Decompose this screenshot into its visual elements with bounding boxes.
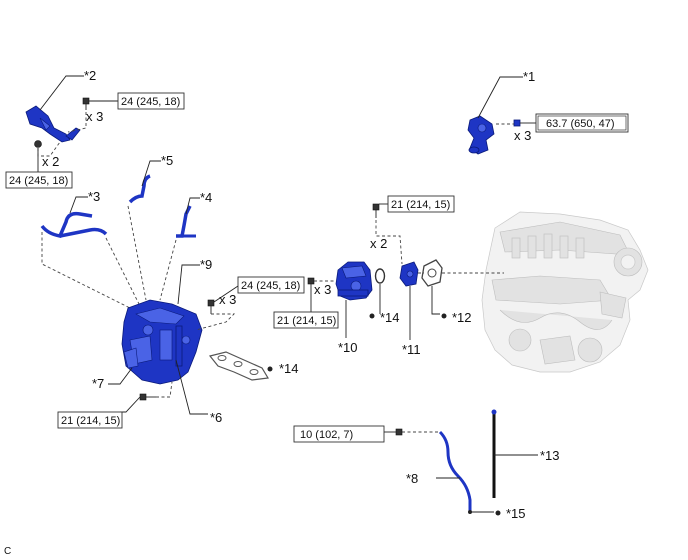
torque-value-9: 24 (245, 18): [241, 280, 300, 292]
part-3-hose: [40, 211, 108, 238]
callout-9: *9: [200, 257, 212, 272]
torque-box-10: 21 (214, 15): [273, 311, 339, 329]
callout-12: *12: [452, 310, 472, 325]
callout-3: *3: [88, 189, 100, 204]
qty-10: x 3: [314, 282, 331, 297]
bolt-2-bottom-icon: [34, 140, 42, 148]
callout-15: *15: [506, 506, 526, 521]
callout-14-center: *14: [380, 310, 400, 325]
part-13-dipstick: [491, 409, 497, 498]
part-2-bracket: [25, 105, 81, 143]
gasket-12: [421, 259, 443, 287]
bullet-12: [441, 313, 447, 319]
bullet-14-center: [369, 313, 375, 319]
torque-value-1: 63.7 (650, 47): [546, 118, 615, 130]
corner-mark: C: [4, 546, 11, 557]
torque-box-1: 63.7 (650, 47): [535, 113, 629, 133]
callout-5: *5: [161, 153, 173, 168]
torque-value-7: 21 (214, 15): [61, 415, 120, 427]
torque-value-8: 10 (102, 7): [300, 429, 353, 441]
bolt-8-icon: [395, 428, 403, 436]
bullet-15: [495, 510, 501, 516]
callout-2: *2: [84, 68, 96, 83]
qty-2-top: x 3: [86, 109, 103, 124]
torque-box-2-top: 24 (245, 18): [117, 92, 185, 110]
bullet-14-left: [267, 366, 273, 372]
torque-box-2-bottom: 24 (245, 18): [5, 171, 73, 189]
torque-box-8: 10 (102, 7): [293, 425, 385, 443]
torque-value-2-top: 24 (245, 18): [121, 96, 180, 108]
part-7-main-assembly: [121, 299, 203, 385]
qty-2-bottom: x 2: [42, 154, 59, 169]
callout-14-left: *14: [279, 361, 299, 376]
bolt-1-icon: [513, 119, 524, 127]
callout-4: *4: [200, 190, 212, 205]
qty-center: x 2: [370, 236, 387, 251]
engine-assembly-image: [481, 211, 649, 373]
bolt-center-icon: [372, 203, 380, 218]
callout-11: *11: [402, 342, 421, 357]
torque-value-10: 21 (214, 15): [277, 315, 336, 327]
torque-value-center-top: 21 (214, 15): [391, 199, 450, 211]
callout-1: *1: [523, 69, 535, 84]
torque-box-7: 21 (214, 15): [57, 411, 123, 429]
callout-10: *10: [338, 340, 358, 355]
callout-7: *7: [92, 376, 104, 391]
bolt-9-icon: [207, 299, 215, 314]
callout-13: *13: [540, 448, 560, 463]
callout-6: *6: [210, 410, 222, 425]
torque-value-2-bottom: 24 (245, 18): [9, 175, 68, 187]
qty-1: x 3: [514, 128, 531, 143]
qty-9: x 3: [219, 292, 236, 307]
callout-8: *8: [406, 471, 418, 486]
part-11-fitting: [399, 261, 419, 287]
bolt-7-icon: [139, 393, 156, 401]
part-10-assembly: [335, 261, 373, 301]
torque-box-center-top: 21 (214, 15): [387, 195, 455, 213]
o-ring-14-center: [374, 268, 386, 284]
part-5-hose: [128, 174, 151, 204]
part-4-hose: [176, 205, 196, 238]
part-8-tube: [438, 430, 472, 512]
part-1-bracket: [467, 115, 495, 155]
gasket-14-left: [208, 351, 269, 381]
torque-box-9: 24 (245, 18): [237, 276, 305, 294]
